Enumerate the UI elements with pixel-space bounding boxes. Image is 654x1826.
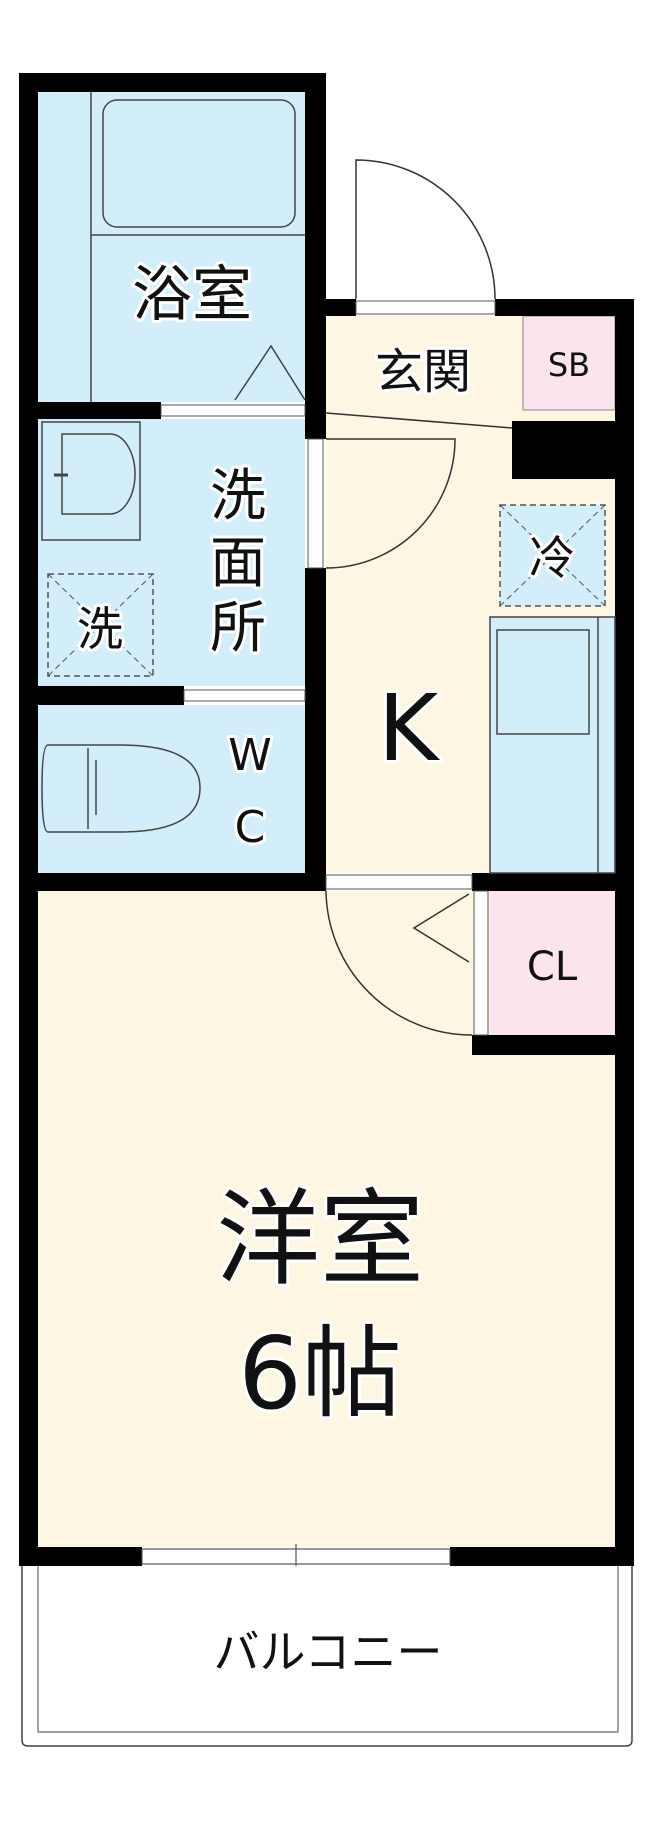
closet: [490, 891, 615, 1035]
kitchen-label: K: [378, 675, 441, 782]
western-room-label: 洋室: [216, 1178, 424, 1300]
bedroom-door-swing: [325, 890, 473, 1036]
fridge-space: [499, 504, 606, 607]
washroom-label-2: 面: [210, 531, 266, 596]
entrance-label: 玄関: [375, 344, 471, 400]
sink-basin-icon: [61, 433, 136, 515]
shoe-box-label: SB: [548, 346, 590, 384]
washroom-door-opening: [307, 438, 324, 569]
closet-door-opening: [473, 890, 489, 1036]
washroom-label-1: 洗: [210, 464, 266, 529]
kitchen-counter: [489, 616, 616, 874]
bedroom-door-opening: [325, 874, 473, 890]
washer-space: [47, 573, 154, 677]
entrance-door-swing: [355, 159, 496, 300]
washroom-label-3: 所: [210, 596, 266, 661]
balcony: [21, 1566, 633, 1747]
entrance-step-line: [325, 412, 513, 429]
closet-door-mark: [412, 893, 470, 963]
wc-label-w: W: [228, 730, 272, 781]
washroom-sliding-door: [183, 689, 306, 702]
toilet-icon: [41, 744, 201, 833]
bath-door-mark: [234, 344, 306, 401]
closet-label: CL: [527, 944, 578, 990]
balcony-inner-rail: [37, 1566, 619, 1733]
wc-label-c: C: [235, 802, 266, 853]
entrance-door-opening: [355, 300, 496, 315]
bath-door-opening: [160, 404, 306, 417]
fridge-label: 冷: [529, 531, 575, 585]
kitchen-sink-icon: [496, 629, 590, 735]
balcony-label: バルコニー: [213, 1625, 442, 1679]
washroom-door-swing: [325, 438, 456, 569]
washer-label: 洗: [77, 602, 123, 656]
sink-counter: [41, 421, 141, 541]
walls: [19, 73, 634, 1566]
western-room-size: 6帖: [238, 1315, 402, 1432]
shoe-box: [522, 315, 616, 411]
bathtub: [102, 99, 296, 228]
bath-label: 浴室: [132, 260, 252, 330]
